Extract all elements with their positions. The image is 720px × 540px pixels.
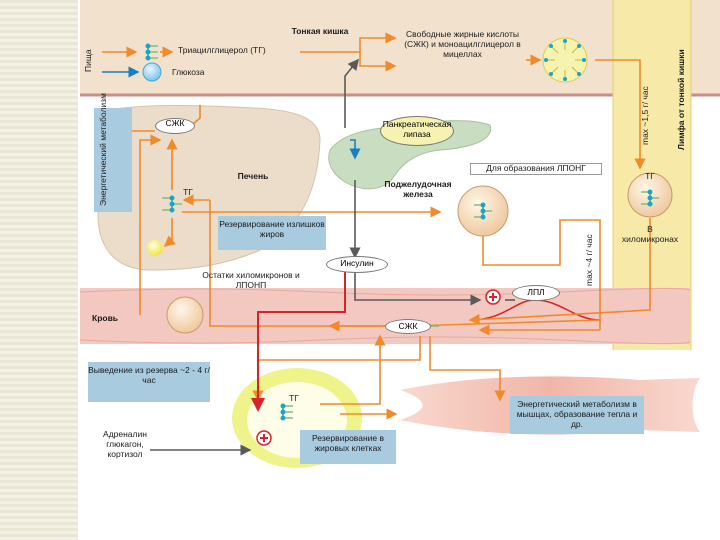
insulin-oval: Инсулин: [326, 256, 388, 273]
plus-icon: [256, 430, 272, 446]
lymph-label: Лимфа от тонкой кишки: [676, 49, 686, 150]
reserve-excess-label: Резервирование излишков жиров: [219, 219, 325, 240]
left-margin-stripe: [0, 0, 78, 540]
free-fatty-acids-label: Свободные жирные кислоты (СЖК) и моноаци…: [404, 29, 521, 59]
plus-icon: [485, 289, 501, 305]
remnants-label: Остатки хиломикронов и ЛПОНП: [202, 270, 300, 290]
reserve-fat-cells-box: Резервирование в жировых клетках: [300, 430, 396, 464]
triglyceride-label: Триацилглицерол (ТГ): [178, 45, 266, 55]
muscle-energy-box: Энергетический метаболизм в мышцах, обра…: [510, 396, 644, 434]
vldl-formation-label: Для образования ЛПОНГ: [470, 163, 602, 175]
glucose-icon: [142, 62, 162, 82]
tg-molecule-icon: [145, 43, 158, 61]
lpl-label: ЛПЛ: [527, 287, 545, 297]
pancreatic-lipase-oval: Панкреатическая липаза: [380, 116, 454, 146]
pancreatic-lipase-label: Панкреатическая липаза: [382, 119, 452, 139]
tg-liver-icon: [162, 195, 182, 213]
muscle-energy-label: Энергетический метаболизм в мышцах, обра…: [516, 399, 638, 430]
release-box: Выведение из резерва ~2 - 4 г/ час: [88, 362, 210, 402]
fat-droplet-icon: [147, 240, 163, 256]
energy-metabolism-liver-label: Энергетический метаболизм: [98, 93, 108, 206]
reserve-excess-box: Резервирование излишков жиров: [218, 216, 326, 250]
energy-metabolism-box: [94, 108, 132, 212]
ffa-blood-oval: СЖК: [385, 319, 431, 334]
tg-liver-label: ТГ: [183, 187, 193, 197]
vldl-rate-label: max ~4 г/ час: [584, 234, 594, 286]
reserve-fat-cells-label: Резервирование в жировых клетках: [311, 433, 384, 454]
liver-label: Печень: [237, 171, 269, 181]
tg-chylo-label: ТГ: [645, 171, 655, 181]
tg-chylo-icon: [641, 189, 659, 207]
lymph-rate-label: max ~1,5 г/ час: [640, 86, 650, 145]
remnant-sphere: [166, 296, 204, 334]
release-label: Выведение из резерва ~2 - 4 г/ час: [88, 365, 210, 386]
tg-adipose-label: ТГ: [289, 393, 299, 403]
glucose-label: Глюкоза: [172, 67, 205, 77]
blood-label: Кровь: [92, 313, 119, 323]
chylomicrons-label: В хиломикронах: [621, 224, 679, 244]
ffa-liver-label: СЖК: [165, 118, 185, 128]
tg-vldl-icon: [474, 202, 492, 220]
food-label: Пища: [83, 49, 93, 72]
ffa-blood-label: СЖК: [398, 321, 418, 331]
hormones-label: Адреналин глюкагон, кортизол: [103, 429, 147, 459]
pancreas-label: Поджелудочная железа: [384, 179, 452, 199]
ffa-liver-oval: СЖК: [155, 118, 195, 134]
insulin-label: Инсулин: [340, 258, 374, 268]
tg-adipose-icon: [280, 403, 293, 421]
small-intestine-label: Тонкая кишка: [291, 26, 349, 36]
lpl-oval: ЛПЛ: [512, 285, 560, 301]
